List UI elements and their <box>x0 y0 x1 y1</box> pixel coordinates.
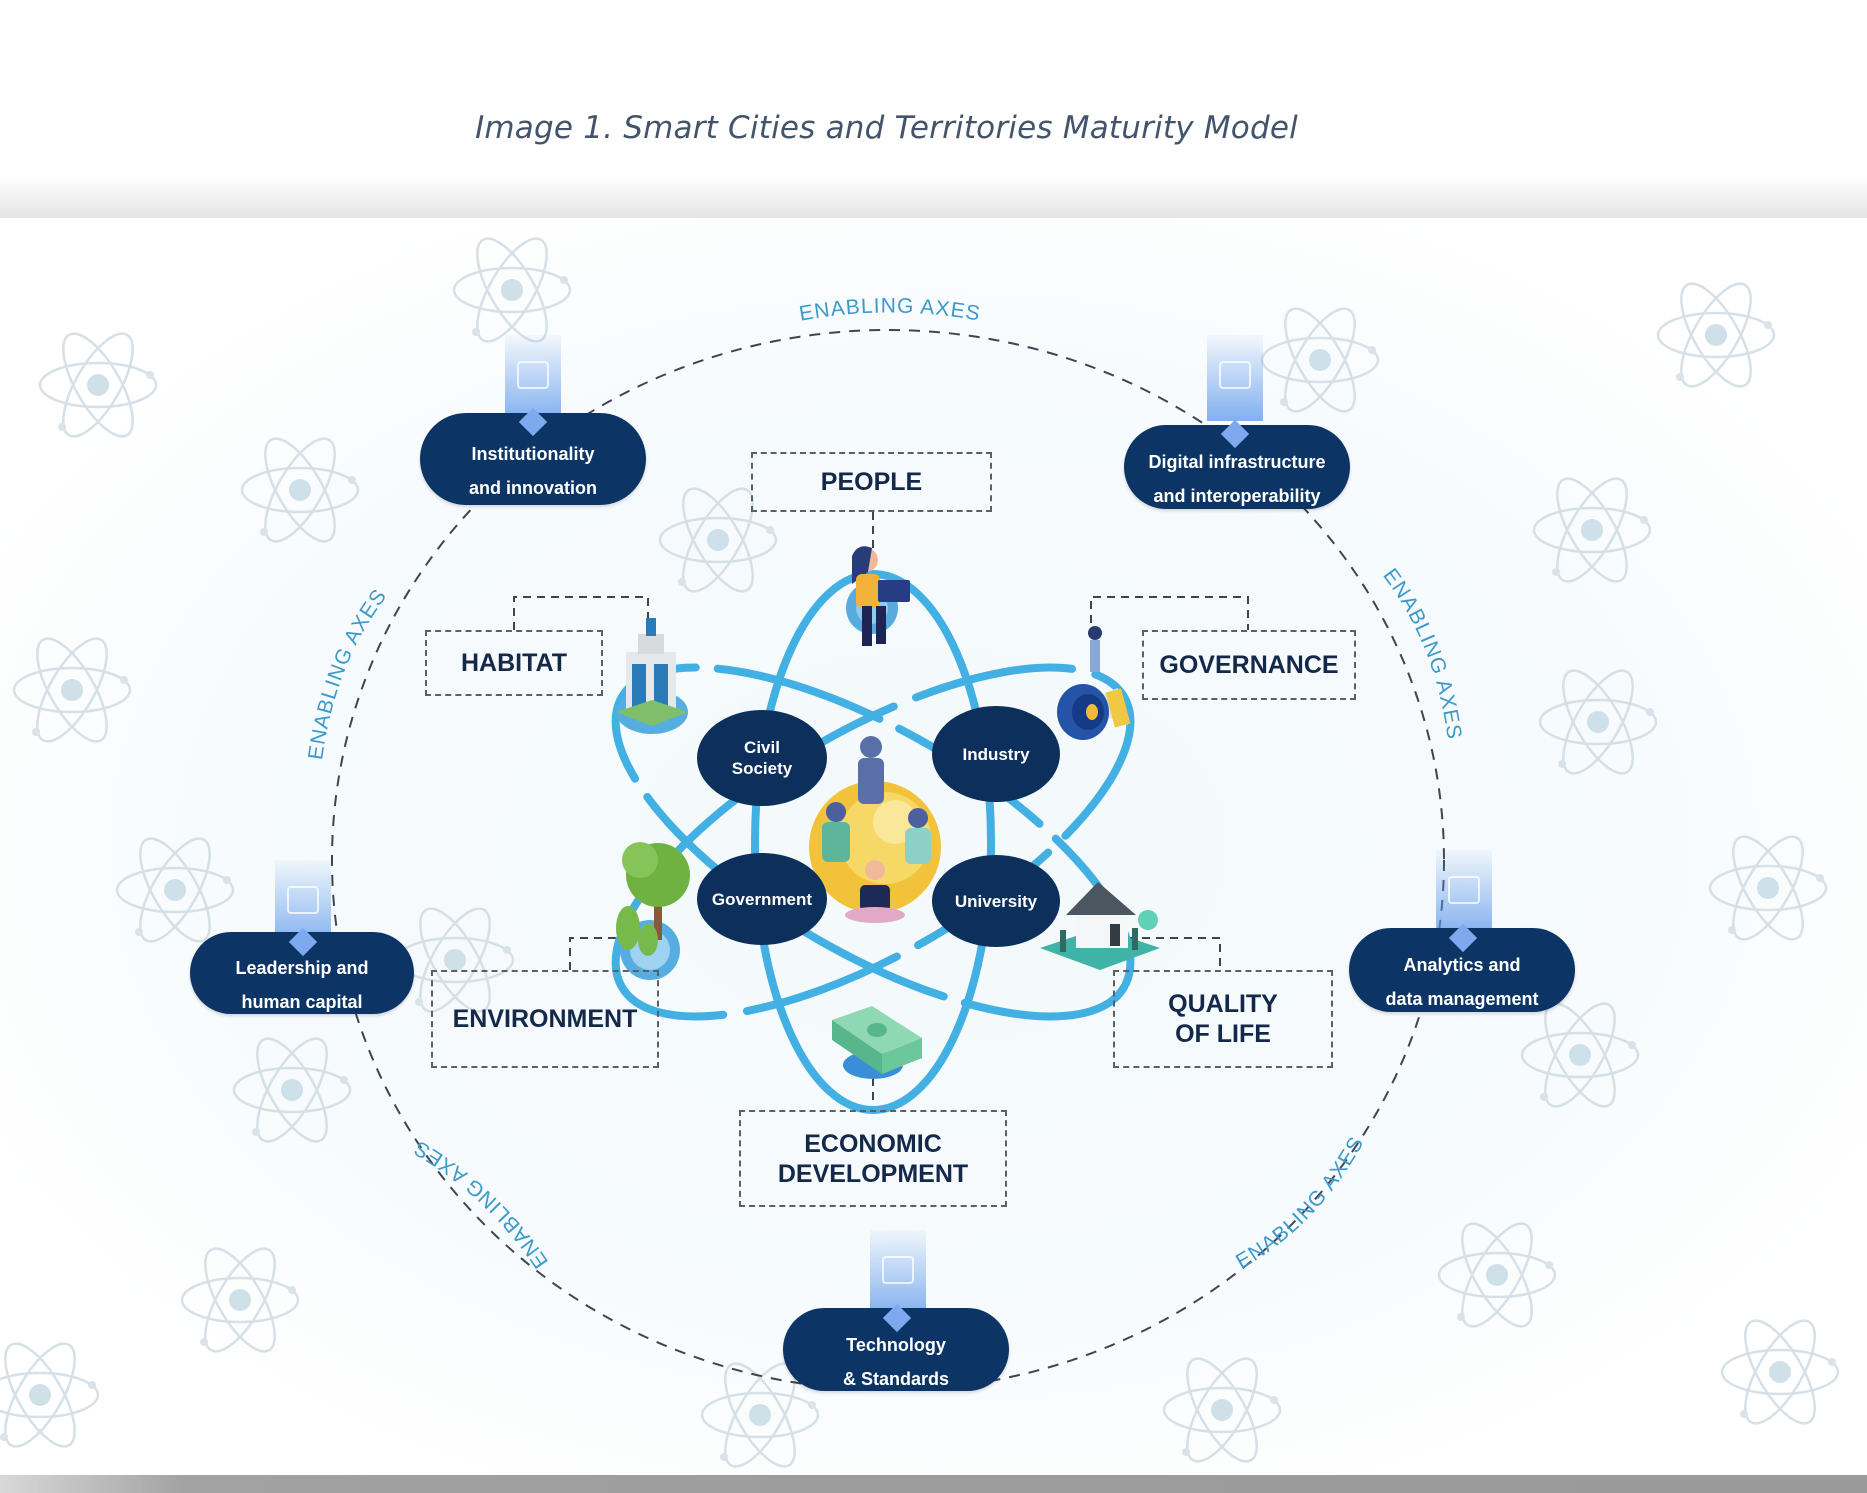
actor-government[interactable]: Government <box>697 853 827 945</box>
atom-icon <box>232 1027 352 1153</box>
atom-icon <box>1532 467 1652 593</box>
institutionality-beam <box>505 335 561 421</box>
actor-label-line2: Society <box>731 759 793 778</box>
panel-top-shadow <box>0 175 1867 219</box>
dimension-habitat[interactable]: HABITAT <box>425 630 603 696</box>
money-stack-icon <box>832 1006 922 1079</box>
actor-industry[interactable]: Industry <box>932 706 1060 802</box>
axis-label-line1: Leadership and <box>235 958 369 978</box>
axis-label-line2: human capital <box>241 992 363 1012</box>
dimension-label: GOVERNANCE <box>1159 651 1339 679</box>
technology-beam <box>870 1230 926 1316</box>
axis-label-line2: & Standards <box>842 1368 950 1389</box>
atom-icon <box>115 827 235 953</box>
enabling-axes-label-bottom-left: ENABLING AXES <box>409 1136 552 1273</box>
actor-label: University <box>954 891 1038 911</box>
digital-beam <box>1207 335 1263 421</box>
axis-label-line2: data management <box>1385 989 1539 1009</box>
atom-icon <box>0 1332 100 1458</box>
circuit-chip-icon <box>517 361 549 389</box>
atom-icon <box>180 1237 300 1363</box>
atom-icon <box>1720 1309 1840 1435</box>
trees-icon <box>616 842 690 980</box>
axis-label-line1: Analytics and <box>1403 955 1521 975</box>
certificate-icon <box>287 886 319 914</box>
dimension-label-line1: QUALITY <box>1168 990 1278 1018</box>
orbit-diagonal-1 <box>611 663 1135 1021</box>
actor-label-line1: Civil <box>744 738 780 757</box>
actor-university[interactable]: University <box>932 855 1060 947</box>
atom-icon <box>38 322 158 448</box>
atom-icon <box>1162 1347 1282 1473</box>
axis-label-line2: and interoperability <box>1153 486 1321 506</box>
dimension-label-line2: DEVELOPMENT <box>777 1159 969 1188</box>
atom-icon <box>452 227 572 353</box>
dimension-environment[interactable]: ENVIRONMENT <box>431 970 659 1068</box>
enabling-axes-label-top: ENABLING AXES <box>798 294 983 325</box>
atom-icon <box>1437 1212 1557 1338</box>
atom-icon <box>1260 297 1380 423</box>
actor-civil-society[interactable]: Civil Society <box>697 710 827 806</box>
dimension-label-line1: ECONOMIC <box>804 1129 942 1158</box>
data-sheet-icon <box>1448 876 1480 904</box>
atom-icon <box>1708 825 1828 951</box>
enabling-axes-label-bottom-right: ENABLING AXES <box>1232 1132 1369 1273</box>
globe-with-people-icon <box>809 736 941 923</box>
dimension-governance[interactable]: GOVERNANCE <box>1142 630 1356 700</box>
actor-label: Industry <box>962 744 1030 764</box>
atom-icon <box>12 627 132 753</box>
atom-icon <box>1538 659 1658 785</box>
analytics-beam <box>1436 850 1492 936</box>
actor-label: Government <box>711 889 813 909</box>
cloud-network-icon <box>1219 361 1251 389</box>
atom-icon <box>1656 272 1776 398</box>
laptop-icon <box>882 1256 914 1284</box>
atom-icon <box>240 427 360 553</box>
dimension-quality-of-life[interactable]: QUALITY OF LIFE <box>1113 970 1333 1068</box>
dimension-label: PEOPLE <box>820 468 923 496</box>
dimension-economic-development[interactable]: ECONOMIC DEVELOPMENT <box>739 1110 1007 1207</box>
building-icon <box>616 618 688 734</box>
atom-icon <box>1520 992 1640 1118</box>
enabling-axes-label-left: ENABLING AXES <box>304 584 391 761</box>
axis-label-line2: and innovation <box>469 478 597 498</box>
axis-label-line1: Technology <box>846 1334 946 1355</box>
dimension-label: HABITAT <box>461 649 567 677</box>
dimension-label: ENVIRONMENT <box>452 1005 638 1033</box>
woman-with-laptop-icon <box>846 546 910 646</box>
figure-caption: Image 1. Smart Cities and Territories Ma… <box>475 110 1298 146</box>
dimension-people[interactable]: PEOPLE <box>751 452 992 512</box>
megaphone-icon <box>1057 626 1131 740</box>
axis-label-line1: Digital infrastructure <box>1148 452 1326 472</box>
axis-label-line1: Institutionality <box>471 444 595 464</box>
panel-bottom-shadow <box>0 1475 1867 1493</box>
dimension-label-line2: OF LIFE <box>1175 1020 1271 1048</box>
house-icon <box>1040 882 1160 970</box>
